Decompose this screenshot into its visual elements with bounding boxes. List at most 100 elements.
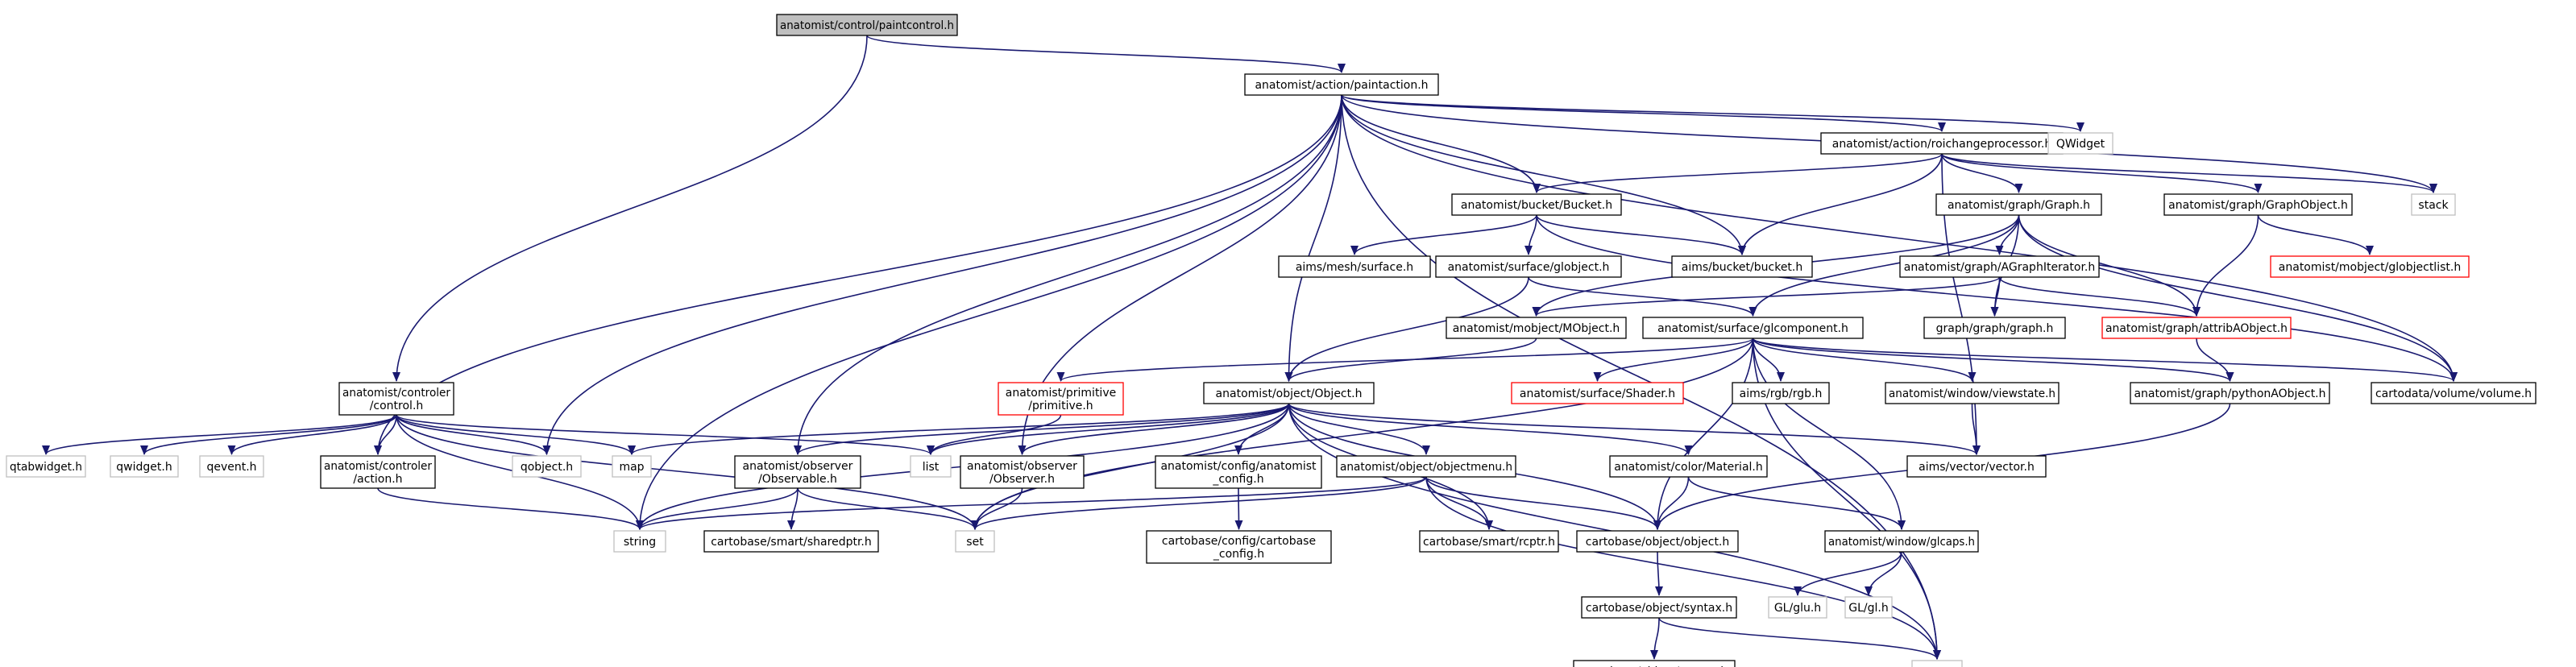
node-label-syntax2-0: cartobase/object/syntax.h (1581, 665, 1728, 667)
node-box-viewstate (1885, 382, 2060, 404)
node-label-control-0: anatomist/controler (342, 387, 450, 400)
node-volume[interactable]: cartodata/volume/volume.h (2371, 382, 2537, 404)
edge-glcomponent-to-glcaps (1752, 338, 1906, 530)
edge-control-to-qtabwidget (42, 414, 397, 455)
node-aimsvector[interactable]: aims/vector/vector.h (1906, 455, 2047, 478)
node-set: set (955, 530, 995, 553)
node-mobject[interactable]: anatomist/mobject/MObject.h (1446, 317, 1627, 339)
node-rcptr[interactable]: cartobase/smart/rcptr.h (1419, 530, 1559, 553)
node-box-primitive (998, 382, 1124, 416)
edge-globject-to-glcomponent (1528, 276, 1757, 317)
node-primitive[interactable]: anatomist/primitive/primitive.h (998, 382, 1124, 416)
node-label-sharedptr-0: cartobase/smart/sharedptr.h (711, 536, 872, 549)
edge-paintaction-to-action (374, 94, 1342, 455)
node-box-sharedptr (703, 530, 879, 553)
node-object[interactable]: anatomist/object/Object.h (1203, 382, 1375, 404)
node-material[interactable]: anatomist/color/Material.h (1609, 455, 1768, 478)
node-graph[interactable]: anatomist/graph/Graph.h (1935, 193, 2102, 216)
edge-graph-to-volume (2018, 214, 2458, 382)
node-label-aimsvector-0: aims/vector/vector.h (1919, 461, 2035, 474)
node-label-viewstate-0: anatomist/window/viewstate.h (1889, 387, 2055, 400)
edge-object-to-material (1288, 403, 1693, 455)
node-cartoobject[interactable]: cartobase/object/object.h (1576, 530, 1739, 553)
edge-paintcontrol-to-control (392, 35, 868, 382)
node-config[interactable]: anatomist/config/anatomist_config.h (1155, 455, 1322, 489)
node-observer[interactable]: anatomist/observer/Observer.h (960, 455, 1085, 489)
node-box-paintcontrol (776, 14, 958, 36)
node-label-graphgraph-0: graph/graph/graph.h (1936, 322, 2054, 335)
node-aimsbucket[interactable]: aims/bucket/bucket.h (1671, 255, 1813, 278)
edge-syntax1-to-syntax2 (1650, 617, 1660, 660)
node-string: string (613, 530, 666, 553)
node-box-syntax2 (1573, 660, 1736, 667)
node-observable[interactable]: anatomist/observer/Observable.h (734, 455, 861, 489)
edge-graph-to-attribaobject (2018, 214, 2201, 317)
node-label-mobject-0: anatomist/mobject/MObject.h (1453, 322, 1620, 335)
edge-objectmenu-to-cartoobject (1425, 476, 1661, 530)
node-box-attribaobject (2101, 317, 2292, 339)
node-agraphiter[interactable]: anatomist/graph/AGraphIterator.h (1899, 255, 2100, 278)
node-syntax2[interactable]: cartobase/object/syntax.h (1573, 660, 1736, 667)
node-box-graphgraph (1923, 317, 2066, 339)
node-qwidget_cap: QWidget (2047, 132, 2113, 155)
node-sharedptr[interactable]: cartobase/smart/sharedptr.h (703, 530, 879, 553)
node-action[interactable]: anatomist/controler/action.h (320, 455, 436, 489)
node-roichange[interactable]: anatomist/action/roichangeprocessor.h (1820, 132, 2064, 155)
node-box-map (612, 455, 652, 478)
edge-glcomponent-to-volume (1752, 338, 2458, 382)
node-objectmenu[interactable]: anatomist/object/objectmenu.h (1336, 455, 1516, 478)
node-label-config-0: anatomist/config/anatomist (1160, 460, 1317, 473)
node-label-agraphiter-0: anatomist/graph/AGraphIterator.h (1904, 261, 2096, 274)
node-label-string-0: string (624, 536, 656, 549)
node-label-attribaobject-0: anatomist/graph/attribAObject.h (2105, 322, 2288, 335)
node-label-config-1: _config.h (1212, 473, 1263, 486)
node-shader[interactable]: anatomist/surface/Shader.h (1511, 382, 1684, 404)
node-label-observer-0: anatomist/observer (967, 460, 1077, 473)
edge-paintaction-to-volume (1341, 94, 2458, 382)
node-label-aimsbucket-0: aims/bucket/bucket.h (1682, 261, 1803, 274)
edge-graph-to-glcomponent (1748, 214, 2020, 317)
node-pythonaobject[interactable]: anatomist/graph/pythonAObject.h (2130, 382, 2330, 404)
node-paintcontrol[interactable]: anatomist/control/paintcontrol.h (776, 14, 958, 36)
node-label-qtabwidget-0: qtabwidget.h (10, 461, 82, 474)
node-attribaobject[interactable]: anatomist/graph/attribAObject.h (2101, 317, 2292, 339)
node-graphobject[interactable]: anatomist/graph/GraphObject.h (2163, 193, 2353, 216)
node-bucket[interactable]: anatomist/bucket/Bucket.h (1451, 193, 1622, 216)
node-control[interactable]: anatomist/controler/control.h (338, 382, 454, 416)
node-graphgraph[interactable]: graph/graph/graph.h (1923, 317, 2066, 339)
edge-control-to-qevent (227, 414, 397, 455)
node-cartoconfig[interactable]: cartobase/config/cartobase_config.h (1146, 530, 1332, 564)
node-globjectlist[interactable]: anatomist/mobject/globjectlist.h (2270, 255, 2470, 278)
node-box-pythonaobject (2130, 382, 2330, 404)
node-syntax1[interactable]: cartobase/object/syntax.h (1581, 596, 1737, 619)
node-rgb[interactable]: aims/rgb/rgb.h (1732, 382, 1830, 404)
node-glcaps[interactable]: anatomist/window/glcaps.h (1824, 530, 1979, 553)
edge-glcomponent-to-pythonaobject (1752, 338, 2234, 382)
edge-bucket-to-volume (1536, 214, 2458, 382)
node-glu: GL/glu.h (1768, 596, 1827, 619)
node-globject[interactable]: anatomist/surface/globject.h (1435, 255, 1622, 278)
edge-attribaobject-to-pythonaobject (2196, 338, 2234, 382)
node-label-primitive-0: anatomist/primitive (1006, 387, 1116, 400)
edge-paintaction-to-observable (794, 94, 1342, 455)
node-box-qevent (199, 455, 264, 478)
edge-object-to-map (628, 403, 1290, 455)
node-meshsurface[interactable]: aims/mesh/surface.h (1278, 255, 1431, 278)
node-paintaction[interactable]: anatomist/action/paintaction.h (1244, 73, 1439, 96)
node-label-pythonaobject-0: anatomist/graph/pythonAObject.h (2134, 387, 2325, 400)
node-label-set-0: set (966, 536, 984, 549)
node-label-qwidget_cap-0: QWidget (2056, 138, 2105, 151)
edge-graphobject-to-globjectlist (2257, 214, 2374, 255)
node-box-qwidget (110, 455, 179, 478)
edge-agraphiter-to-mobject (1532, 276, 2001, 317)
edge-object-to-set (971, 403, 1290, 530)
node-label-observer-1: /Observer.h (989, 473, 1055, 486)
node-label-qwidget-0: qwidget.h (116, 461, 172, 474)
node-glcomponent[interactable]: anatomist/surface/glcomponent.h (1642, 317, 1864, 339)
edge-roichange-to-bucket (1533, 153, 1943, 193)
edge-syntax1-to-vector (1658, 617, 1941, 660)
node-box-string (613, 530, 666, 553)
node-viewstate[interactable]: anatomist/window/viewstate.h (1885, 382, 2060, 404)
header-nodes: anatomist/control/paintcontrol.h anatomis… (6, 14, 2537, 667)
edge-control-to-set (396, 414, 979, 530)
